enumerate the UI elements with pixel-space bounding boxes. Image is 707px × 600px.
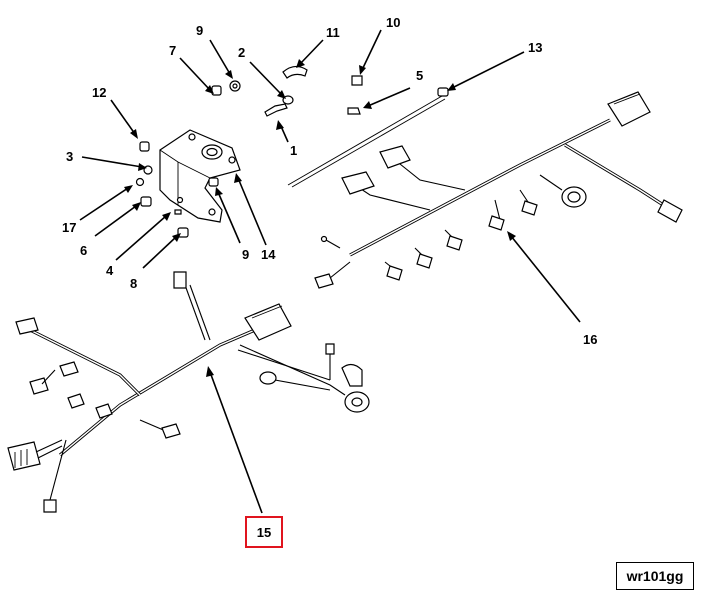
callout-15: 15 <box>256 524 272 540</box>
callout-9-lower: 9 <box>242 247 249 262</box>
callout-5: 5 <box>416 68 423 83</box>
callout-12: 12 <box>92 85 106 100</box>
cable-tie <box>287 87 449 188</box>
bracket-hardware <box>135 65 363 238</box>
callout-1: 1 <box>290 143 297 158</box>
callout-2: 2 <box>238 45 245 60</box>
mounting-bracket <box>159 129 241 223</box>
callout-6: 6 <box>80 243 87 258</box>
callout-7: 7 <box>169 43 176 58</box>
callout-11: 11 <box>326 25 340 40</box>
highlighted-callout-box <box>245 516 283 548</box>
callout-17: 17 <box>62 220 76 235</box>
callout-10: 10 <box>386 15 400 30</box>
callout-4: 4 <box>106 263 114 278</box>
callout-13: 13 <box>528 40 542 55</box>
callout-8: 8 <box>130 276 137 291</box>
callout-14: 14 <box>261 247 276 262</box>
callout-16: 16 <box>583 332 597 347</box>
figure-id-label: wr101gg <box>616 562 694 590</box>
wiring-harness-15 <box>7 271 370 513</box>
wiring-harness-16 <box>314 91 683 289</box>
callout-numbers: 1 2 3 4 5 6 7 8 9 9 10 11 12 13 14 16 17 <box>62 15 597 347</box>
leader-lines <box>79 29 581 514</box>
callout-3: 3 <box>66 149 73 164</box>
callout-9-top: 9 <box>196 23 203 38</box>
